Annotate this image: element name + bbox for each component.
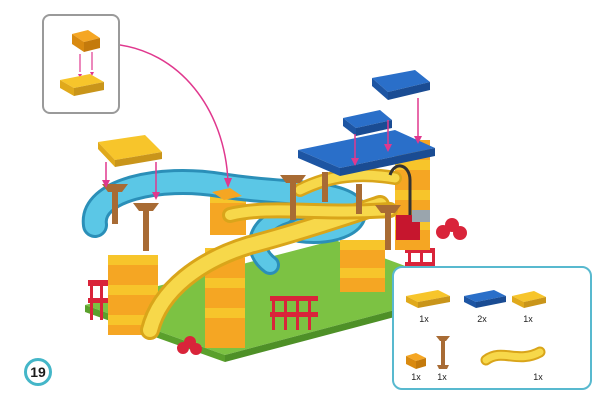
qty-orange-2x2: 1x [411,372,421,382]
parts-list-panel: 1x 2x 1x 1x 1x 1x [392,266,592,390]
callout-arrows [79,52,93,72]
step-number: 19 [30,364,46,380]
step-number-badge: 19 [24,358,52,386]
new-yellow-brick [98,135,162,167]
yellow-2x3-brick-icon [512,291,546,308]
yellow-2x4-brick-callout [60,74,104,96]
qty-yellow-2x4: 1x [419,314,429,324]
blue-roof [298,70,435,176]
qty-track-piece: 1x [533,372,543,382]
parts-icons [406,290,546,369]
subassembly-callout [42,14,120,114]
marble-crane [388,164,430,240]
yellow-track [140,168,402,340]
placement-arrows [102,43,422,200]
orange-2x2-brick-callout [72,30,100,52]
blue-2x4-brick-icon [464,290,506,308]
new-orange-brick [212,188,242,200]
qty-tree-post: 1x [437,372,447,382]
subassembly-diagram [60,30,104,96]
red-flowers [177,218,467,355]
qty-yellow-2x3: 1x [523,314,533,324]
new-blue-brick-left [343,110,392,136]
qty-blue-2x4: 2x [477,314,487,324]
yellow-2x4-brick-icon [406,290,450,308]
orange-2x2-brick-icon [406,353,426,369]
brown-tree-post-icon [436,336,450,369]
tree-posts [102,172,401,251]
yellow-track-piece-icon [480,346,546,366]
